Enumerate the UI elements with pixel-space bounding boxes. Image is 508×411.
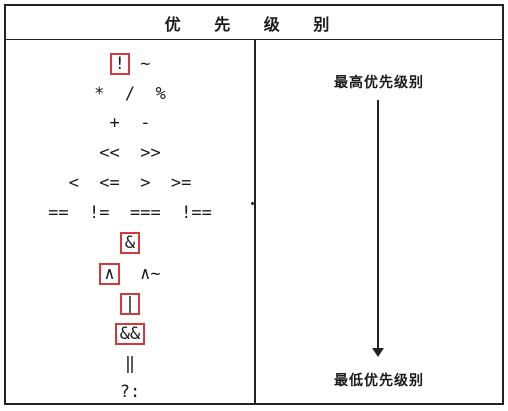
priority-column: 最高优先级别 最低优先级别 xyxy=(256,40,502,403)
operator-row-shift: << >> xyxy=(99,143,161,163)
operator-row-bitwise-or: | xyxy=(6,293,254,315)
operator-text: ~ xyxy=(129,54,151,74)
operator-row-additive: + - xyxy=(109,113,151,133)
lowest-priority-label: 最低优先级别 xyxy=(334,373,424,389)
highlight-box: | xyxy=(119,293,141,315)
operator-precedence-table: 优 先 级 别 ! ~ * / % + - << >> < <= > >= ==… xyxy=(4,4,504,405)
operator-row-relational: < <= > >= xyxy=(68,173,192,193)
highlight-box: ∧ xyxy=(99,263,120,285)
operator-text: ∧~ xyxy=(119,264,161,284)
operator-row-bitwise-and: & xyxy=(6,232,254,254)
operator-row-equality: == != === !== xyxy=(48,203,212,223)
highest-priority-label: 最高优先级别 xyxy=(334,75,424,91)
operator-row-bitwise-xor: ∧ ∧~ xyxy=(6,263,254,285)
priority-arrow-line xyxy=(377,100,379,350)
operator-row-conditional: ?: xyxy=(119,382,141,402)
operators-column: ! ~ * / % + - << >> < <= > >= == != === … xyxy=(6,40,254,403)
highlight-box: ! xyxy=(109,53,130,75)
operator-row-logical-not: ! ~ xyxy=(6,53,254,75)
highlight-box: & xyxy=(119,232,141,254)
table-header: 优 先 级 别 xyxy=(6,6,502,40)
header-title: 优 先 级 别 xyxy=(164,14,344,34)
operator-row-logical-or: ‖ xyxy=(124,354,136,374)
operator-row-multiplicative: * / % xyxy=(94,84,166,104)
highlight-box: && xyxy=(114,323,146,345)
down-arrow-icon xyxy=(372,348,384,357)
column-divider xyxy=(254,40,256,403)
operator-row-logical-and: && xyxy=(6,323,254,345)
stray-dot xyxy=(251,202,254,205)
